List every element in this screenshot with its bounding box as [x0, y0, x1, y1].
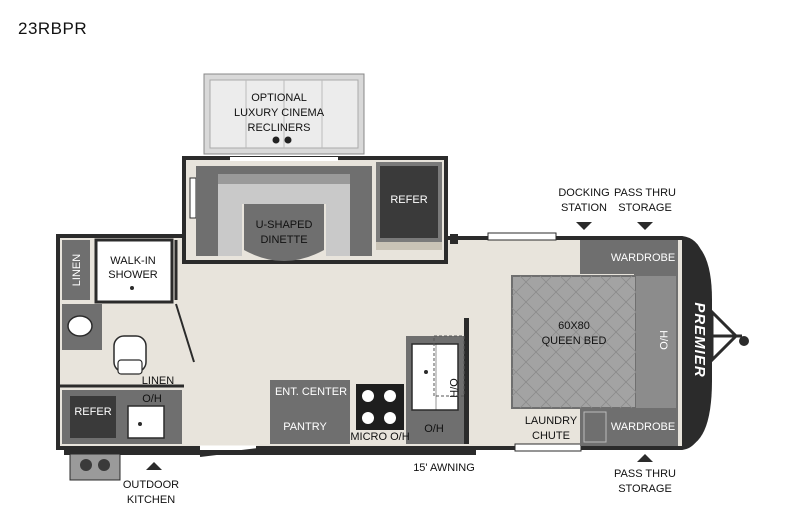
- bed-oh-label: H/O: [657, 330, 669, 350]
- outdoor-kitchen: [69, 453, 121, 481]
- bed-label-2: QUEEN BED: [542, 335, 607, 347]
- refer-bottom-label: REFER: [74, 406, 111, 418]
- bathroom: [58, 238, 195, 388]
- kitchen: [270, 318, 469, 444]
- queen-bed: [511, 275, 637, 409]
- linen-bottom-label: LINEN: [142, 375, 174, 387]
- refer-top-label: REFER: [390, 194, 427, 206]
- bedroom: [511, 240, 678, 446]
- outdoor-label-2: KITCHEN: [127, 494, 175, 506]
- drain-icon: [130, 286, 134, 290]
- passthru-bottom-arrow-icon: [637, 454, 653, 462]
- brand-logo: PREMIER: [691, 302, 708, 377]
- linen-left-label: LINEN: [71, 254, 83, 286]
- cupholder-icon: [272, 136, 280, 144]
- rear-corner: [62, 390, 182, 444]
- refrigerator-top: [376, 162, 442, 250]
- bed-quilt-pattern: [511, 275, 637, 409]
- docking-label-2: STATION: [561, 202, 607, 214]
- passthru-top-label-2: STORAGE: [618, 202, 672, 214]
- passthru-arrow-icon: [637, 222, 653, 230]
- cooktop: [356, 384, 404, 430]
- window: [487, 232, 557, 241]
- window: [514, 443, 582, 452]
- cinema-label-1: OPTIONAL: [251, 92, 307, 104]
- wardrobe-top-label: WARDROBE: [611, 252, 675, 264]
- cinema-label-3: RECLINERS: [248, 122, 311, 134]
- passthru-bottom-label-1: PASS THRU: [614, 468, 676, 480]
- pantry-label: PANTRY: [283, 421, 327, 433]
- awning-label: 15' AWNING: [413, 462, 475, 474]
- kitchen-sink: [411, 343, 459, 411]
- outdoor-arrow-icon: [146, 462, 162, 470]
- laundry-label-2: CHUTE: [532, 430, 570, 442]
- cupholder-icon: [284, 136, 292, 144]
- cinema-label-2: LUXURY CINEMA: [234, 107, 325, 119]
- bath-door[interactable]: [175, 303, 195, 363]
- shower-label-2: SHOWER: [108, 269, 158, 281]
- front-cap: [682, 238, 712, 448]
- outdoor-label-1: OUTDOOR: [123, 479, 179, 491]
- wardrobe-bottom-label: WARDROBE: [611, 421, 675, 433]
- passthru-top-label-1: PASS THRU: [614, 187, 676, 199]
- hitch: [710, 308, 749, 364]
- walk-in-shower: [94, 238, 174, 304]
- dinette-table: [244, 204, 324, 261]
- optional-recliners: [203, 73, 365, 155]
- kitchen-oh-label: O/H: [142, 393, 162, 405]
- passthru-bottom-label-2: STORAGE: [618, 483, 672, 495]
- dinette-label-2: DINETTE: [260, 234, 307, 246]
- ent-center-label: ENT. CENTER: [275, 386, 347, 398]
- sink-icon: [67, 315, 93, 337]
- micro-label: MICRO O/H: [350, 431, 409, 443]
- docking-label-1: DOCKING: [558, 187, 609, 199]
- bed-label-1: 60X80: [558, 320, 590, 332]
- laundry-label-1: LAUNDRY: [525, 415, 578, 427]
- dinette-label-1: U-SHAPED: [256, 219, 313, 231]
- docking-arrow-icon: [576, 222, 592, 230]
- awning: [64, 450, 476, 455]
- shower-label-1: WALK-IN: [110, 255, 155, 267]
- model-title: 23RBPR: [18, 19, 88, 38]
- counter-oh-label: O/H: [424, 423, 444, 435]
- sink-oh-label: O/H: [447, 378, 459, 398]
- dinette: [196, 166, 372, 261]
